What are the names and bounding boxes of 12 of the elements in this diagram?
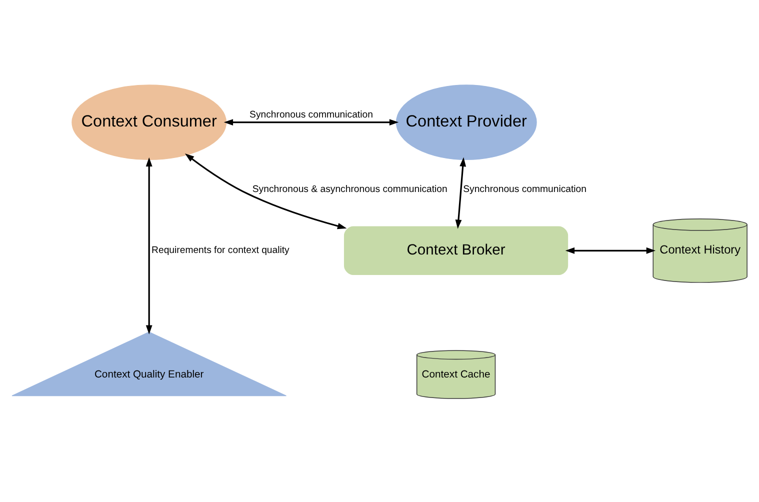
edge-label: Requirements for context quality bbox=[152, 245, 290, 256]
node-ellipse: Context Provider bbox=[396, 84, 537, 160]
node-ellipse: Context Consumer bbox=[72, 84, 227, 160]
node-box: Context Broker bbox=[344, 226, 568, 276]
edge-label: Synchronous communication bbox=[250, 109, 373, 120]
arrow bbox=[565, 247, 656, 254]
edge-label: Synchronous communication bbox=[463, 184, 587, 195]
arrow bbox=[224, 119, 399, 126]
arrow bbox=[184, 154, 347, 230]
arrow bbox=[146, 157, 152, 334]
edge-label: Synchronous & asynchronous communication bbox=[252, 184, 448, 195]
arrow bbox=[455, 157, 466, 229]
